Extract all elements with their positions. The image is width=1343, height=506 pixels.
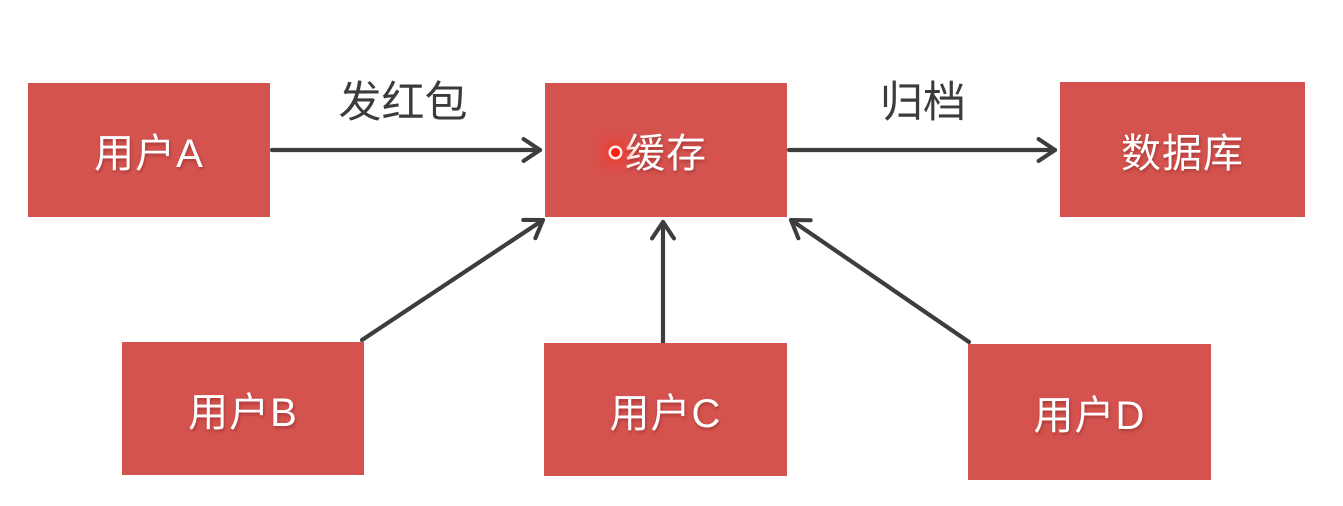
node-cache-label: 缓存 <box>625 132 707 176</box>
edge-user-d-to-cache <box>788 217 972 345</box>
node-user-b: 用户B <box>122 342 364 475</box>
laser-pointer-dot <box>611 148 620 157</box>
node-user-b-label: 用户B <box>188 390 298 435</box>
node-user-a-label: 用户A <box>94 132 204 176</box>
node-user-d-label: 用户D <box>1033 394 1146 438</box>
node-database: 数据库 <box>1060 82 1305 217</box>
node-user-d: 用户D <box>968 344 1211 480</box>
edge-label-send-red-packet: 发红包 <box>338 79 468 127</box>
node-user-c: 用户C <box>544 343 787 476</box>
node-user-a: 用户A <box>28 83 270 217</box>
node-user-c-label: 用户C <box>609 391 722 436</box>
node-cache: 缓存 <box>545 83 787 217</box>
edge-label-archive: 归档 <box>880 79 966 127</box>
node-database-label: 数据库 <box>1121 131 1244 176</box>
edge-user-b-to-cache <box>359 217 546 343</box>
